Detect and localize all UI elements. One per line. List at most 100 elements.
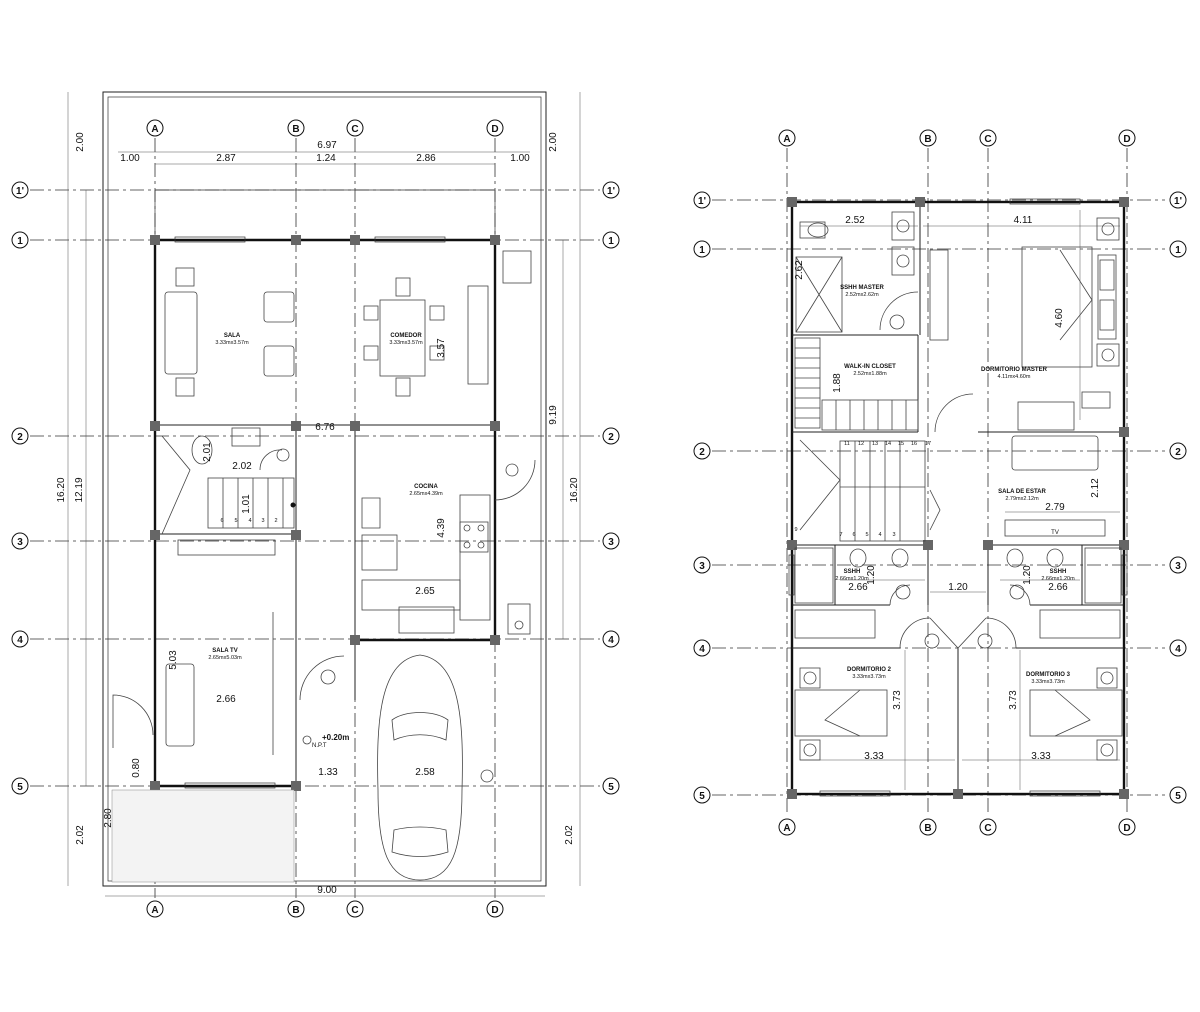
fixture-symbols-upper: [889, 314, 1025, 649]
dim2-e: 1.88: [832, 373, 843, 393]
axis2-a-bottom: A: [783, 823, 790, 834]
step2-14: 14: [885, 441, 891, 447]
axis-3-right: 3: [608, 537, 614, 548]
dim-step: 0.80: [131, 758, 142, 778]
tv-label: TV: [1051, 530, 1059, 536]
step-4: 4: [248, 518, 251, 524]
step2-4: 4: [878, 532, 881, 538]
dim-tv-w: 2.66: [216, 694, 236, 705]
sala-furniture: [164, 250, 532, 397]
dim2-m: 3.73: [892, 690, 903, 710]
level-value: +0.20m: [322, 733, 349, 742]
plan-upper-floor: TV: [693, 129, 1187, 836]
axis2-5-left: 5: [699, 791, 705, 802]
axis-5-left: 5: [17, 782, 23, 793]
columns-ground: [150, 235, 500, 791]
axis2-1-right: 1: [1175, 245, 1181, 256]
room2-walkin-size: 2.52mx1.88m: [853, 371, 887, 377]
columns-upper: [787, 197, 1129, 799]
axis2-4-left: 4: [699, 644, 705, 655]
step-2: 2: [274, 518, 277, 524]
axis2-4-right: 4: [1175, 644, 1181, 655]
dim-garage-b: 2.58: [415, 767, 435, 778]
axis-4-right: 4: [608, 635, 614, 646]
room2-walkin-name: WALK-IN CLOSET: [844, 364, 896, 370]
dim-top-1: 1.00: [120, 153, 140, 164]
step2-7: 7: [839, 532, 842, 538]
room-sala-name: SALA: [224, 333, 241, 339]
dim2-a: 2.52: [845, 215, 865, 226]
kitchen-furniture: [361, 494, 531, 635]
dim-garage-a: 1.33: [318, 767, 338, 778]
dim2-c: 2.62: [794, 260, 805, 280]
porch-area: [111, 789, 295, 883]
dim2-b: 4.11: [1014, 215, 1033, 226]
bathroom-stair-ground: [161, 427, 295, 556]
dim-bottom-left: 2.02: [75, 825, 86, 845]
dim-inner-depth: 12.19: [74, 477, 85, 502]
axis-2-left: 2: [17, 432, 23, 443]
axis2-c-bottom: C: [984, 823, 991, 834]
stair-marker: [290, 502, 296, 508]
master-bedroom-furniture: [929, 217, 1120, 433]
dim-lines-ground: [67, 92, 581, 897]
axis-a-top: A: [151, 124, 158, 135]
dim2-g: 2.79: [1045, 502, 1065, 513]
room2-sala-estar-name: SALA DE ESTAR: [998, 489, 1046, 495]
axis-1-right: 1: [608, 236, 614, 247]
axis2-3-right: 3: [1175, 561, 1181, 572]
dim-total-depth-left: 16.20: [56, 477, 67, 502]
axis-b-top: B: [292, 124, 299, 135]
dim-stair-w: 1.01: [241, 494, 252, 514]
room-sala-size: 3.33mx3.57m: [215, 340, 249, 346]
dim-bano-h: 2.01: [202, 442, 213, 462]
room2-dorm3-size: 3.33mx3.73m: [1031, 679, 1065, 685]
dim-bano-w: 2.02: [232, 461, 252, 472]
dim-top-4: 2.86: [416, 153, 436, 164]
dim-hall: 6.76: [315, 422, 335, 433]
axis2-c-top: C: [984, 134, 991, 145]
dim2-o: 3.33: [864, 751, 884, 762]
axis-2-right: 2: [608, 432, 614, 443]
axis2-1p-right: 1': [1174, 196, 1182, 207]
step-3: 3: [261, 518, 264, 524]
axis2-b-top: B: [924, 134, 931, 145]
room2-sala-estar-size: 2.79mx2.12m: [1005, 496, 1039, 502]
axis2-1p-left: 1': [698, 196, 706, 207]
lot-outline: [102, 91, 547, 887]
step2-9: 9: [794, 527, 797, 533]
dim-top-5: 1.00: [510, 153, 530, 164]
room-sala-tv-name: SALA TV: [212, 648, 237, 654]
master-bath-fixtures: [795, 211, 919, 333]
axis-b-bottom: B: [292, 905, 299, 916]
room-sala-tv-size: 2.65mx5.03m: [208, 655, 242, 661]
dim-right-inner: 9.19: [548, 405, 559, 425]
room-cocina-size: 2.65mx4.39m: [409, 491, 443, 497]
dim2-f: 2.12: [1090, 478, 1101, 498]
dim-cocina-w: 2.65: [415, 586, 435, 597]
step-5: 5: [234, 518, 237, 524]
step2-3: 3: [892, 532, 895, 538]
axis-bubbles-upper: A B C D A B C D 1' 1 2 3 4 5 1' 1 2 3 4 …: [693, 129, 1187, 836]
axis-4-left: 4: [17, 635, 23, 646]
upper-stair: [794, 337, 926, 542]
level-label: N.P.T: [312, 743, 327, 749]
room2-sshh-b-size: 2.66mx1.20m: [1041, 576, 1075, 582]
dim2-h: 1.20: [866, 565, 877, 585]
axis-3-left: 3: [17, 537, 23, 548]
room2-master-size: 4.11mx4.60m: [998, 374, 1031, 380]
dim-top-2: 2.87: [216, 153, 236, 164]
axis-1p-left: 1': [16, 186, 24, 197]
dim2-i: 2.66: [848, 582, 868, 593]
dim2-k: 1.20: [1022, 565, 1033, 585]
doors-ground: [112, 459, 536, 755]
room-comedor-name: COMEDOR: [390, 333, 422, 339]
dim2-l: 2.66: [1048, 582, 1068, 593]
axis2-5-right: 5: [1175, 791, 1181, 802]
dim-top-left: 2.00: [75, 132, 86, 152]
axis-1p-right: 1': [607, 186, 615, 197]
dim2-d: 4.60: [1054, 308, 1065, 328]
dim-top-span: 6.97: [317, 140, 337, 151]
plan-ground-floor: 6.97 1.00 2.87 1.24 2.86 1.00 9.00 2.00 …: [11, 91, 620, 918]
